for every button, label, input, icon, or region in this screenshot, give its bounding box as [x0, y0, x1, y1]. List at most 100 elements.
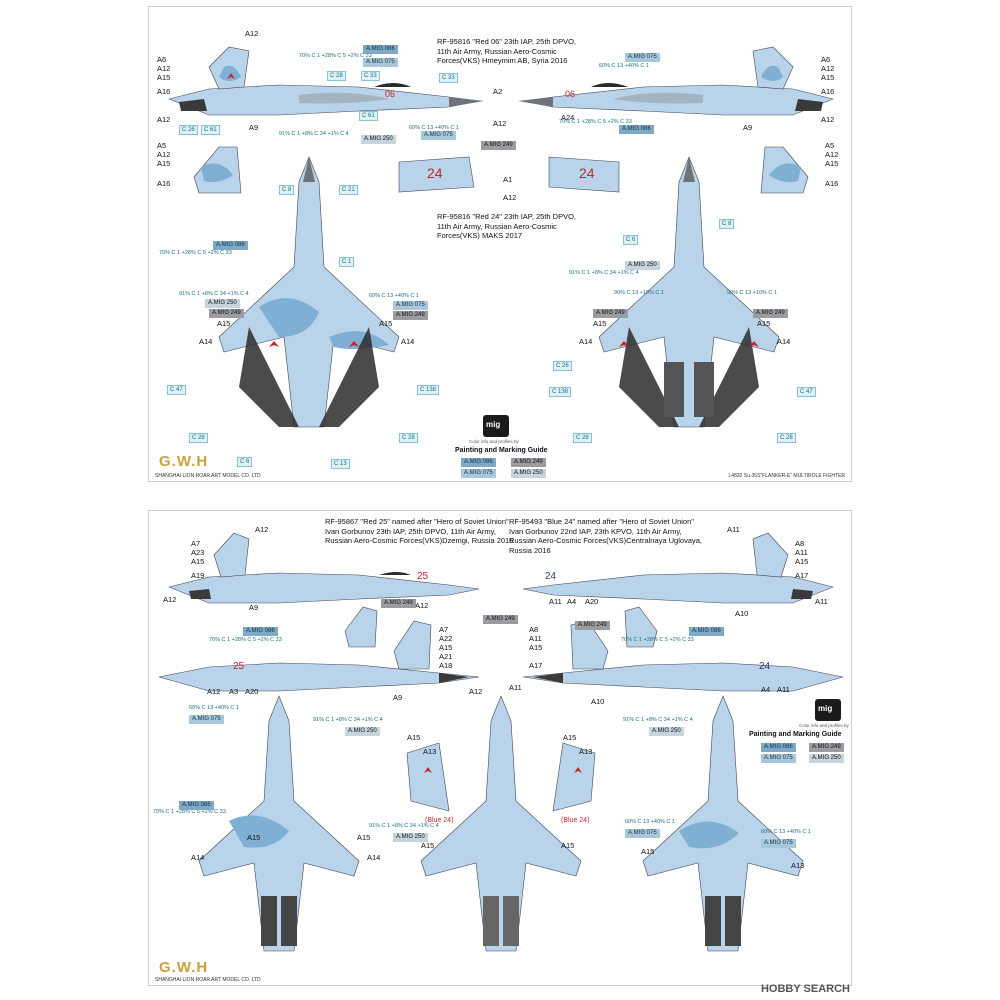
- label-r-fin-a12: A12: [825, 150, 839, 159]
- mig-logo: mig: [483, 415, 509, 437]
- label-p-a13c: A13: [791, 861, 805, 870]
- label-b-a9: A9: [249, 603, 259, 612]
- caption-red24: RF-95816 "Red 24" 23th IAP, 25th DPVO, 1…: [437, 212, 577, 240]
- nose-number-24-right: 24: [579, 165, 595, 181]
- label-r-a11c: A11: [815, 597, 828, 606]
- footer-product: L4820 Su-35S"FLANKER-E" MULTIROLE FIGHTE…: [728, 473, 845, 479]
- color-code-c28: C 28: [327, 71, 346, 81]
- color-code-c8r: C 8: [719, 219, 735, 229]
- hobby-search-watermark: HOBBY SEARCH: [760, 983, 850, 995]
- label-r-a8b: A8: [529, 625, 539, 634]
- paint-chip-086b: A.MIG 086: [619, 125, 654, 134]
- label-p-a15c: A15: [421, 841, 435, 850]
- b-mig-logo: mig: [815, 699, 841, 721]
- label-r-a11d: A11: [549, 597, 562, 606]
- nose-number-24-left: 24: [427, 165, 443, 181]
- label-a16: A16: [157, 87, 171, 96]
- label-fin-a15: A15: [157, 159, 171, 168]
- b-legend-chip-249: A.MIG 249: [809, 743, 844, 752]
- label-a5: A5: [157, 141, 167, 150]
- nose-number-25: 25: [233, 661, 245, 672]
- b-mix-formula-b-right: 91% C 1 +8% C 34 +1% C 4: [623, 717, 693, 723]
- label-center-a12b: A12: [503, 193, 517, 202]
- color-code-c26: C 26: [179, 125, 198, 135]
- label-m-a21: A21: [439, 652, 453, 661]
- b-mix-formula-c: 60% C 13 +40% C 1: [189, 705, 239, 711]
- paint-chip-086: A.MIG 086: [363, 45, 398, 54]
- color-code-c33: C 33: [361, 71, 380, 81]
- b-mix-formula-a: 70% C 1 +28% C 5 +2% C 33: [209, 637, 282, 643]
- legend-chip-250: A.MIG 250: [511, 469, 546, 478]
- paint-chip-250c: A.MIG 250: [625, 261, 660, 270]
- legend-chip-075: A.MIG 075: [461, 469, 496, 478]
- tail-number-06-right: 06: [565, 89, 576, 99]
- aircraft-profiles-bottom: [158, 532, 844, 952]
- b-mix-formula-c-plan2: 60% C 13 +40% C 1: [761, 829, 811, 835]
- b-mix-formula-c-plan: 60% C 13 +40% C 1: [625, 819, 675, 825]
- color-code-c47r: C 47: [797, 387, 816, 397]
- b-chip-250b: A.MIG 250: [649, 727, 684, 736]
- paint-chip-249d: A.MIG 249: [593, 309, 628, 318]
- label-p-a13a: A13: [423, 747, 437, 756]
- label-p-a15a: A15: [247, 833, 261, 842]
- label-plan2-a14-r: A14: [777, 337, 791, 346]
- label-a12: A12: [245, 29, 259, 38]
- b-chip-250: A.MIG 250: [345, 727, 380, 736]
- label-p-a15d: A15: [561, 841, 575, 850]
- label-r-a4b: A4: [761, 685, 771, 694]
- mix-formula-c: 60% C 13 +40% C 1: [369, 293, 419, 299]
- paint-chip-250: A.MIG 250: [361, 135, 396, 144]
- b-chip-249: A.MIG 249: [381, 599, 416, 608]
- label-b-a15: A15: [191, 557, 205, 566]
- b-chip-075: A.MIG 075: [189, 715, 224, 724]
- color-code-c6: C 6: [237, 457, 253, 467]
- label-r-a9: A9: [743, 123, 753, 132]
- mix-formula-d: 90% C 13 +10% C 1: [614, 290, 664, 296]
- b-footer-company: SHANGHAI LION ROAR ART MODEL CO. LTD: [155, 977, 261, 983]
- b-mix-formula-b-plan: 91% C 1 +8% C 34 +1% C 4: [369, 823, 439, 829]
- label-m-a12: A12: [415, 601, 429, 610]
- label-m-a7: A7: [439, 625, 449, 634]
- paint-chip-075: A.MIG 075: [363, 58, 398, 67]
- label-plan2-a15-r: A15: [757, 319, 771, 328]
- label-b-a3: A3: [229, 687, 239, 696]
- profile-left-red06: [168, 46, 834, 428]
- label-r-a11b: A11: [795, 548, 808, 557]
- label-a2: A2: [493, 87, 503, 96]
- color-code-c61b: C 61: [359, 111, 378, 121]
- b-chip-075c: A.MIG 075: [761, 839, 796, 848]
- paint-chip-249: A.MIG 249: [481, 141, 516, 150]
- legend-chip-249: A.MIG 249: [511, 458, 546, 467]
- b-chip-086b: A.MIG 086: [689, 627, 724, 636]
- label-center-a12: A12: [493, 119, 507, 128]
- mix-formula-a-profile: 70% C 1 +28% C 5 +2% C 33: [299, 53, 372, 59]
- label-r-b-a15: A15: [795, 557, 809, 566]
- label-p-a15g: A15: [641, 847, 655, 856]
- label-m-a22: A22: [439, 634, 453, 643]
- color-code-c28c: C 28: [399, 433, 418, 443]
- color-code-c61: C 61: [201, 125, 220, 135]
- color-code-c13: C 13: [331, 459, 350, 469]
- label-a6: A6: [157, 55, 167, 64]
- label-r-a11f: A11: [509, 683, 522, 692]
- label-fin-a16: A16: [157, 179, 171, 188]
- label-plan2-a14-l: A14: [579, 337, 593, 346]
- label-r-a11g: A11: [777, 685, 790, 694]
- color-code-c1: C 1: [339, 257, 355, 267]
- label-b-a23: A23: [191, 548, 205, 557]
- label-b-a19: A19: [191, 571, 205, 580]
- marking-sheet-bottom: RF-95867 "Red 25" named after "Hero of S…: [148, 510, 852, 986]
- label-r-a17: A17: [795, 571, 809, 580]
- color-code-c26r: C 26: [553, 361, 572, 371]
- b-mix-formula-b: 91% C 1 +8% C 34 +1% C 4: [313, 717, 383, 723]
- paint-chip-075b: A.MIG 075: [421, 131, 456, 140]
- label-a9: A9: [249, 123, 259, 132]
- b-mix-formula-a-right: 70% C 1 +28% C 5 +2% C 33: [621, 637, 694, 643]
- label-plan-a14-r: A14: [401, 337, 415, 346]
- mig-subtitle: Color info and profiles by: [469, 439, 519, 444]
- b-gwh-logo: G.W.H: [159, 959, 209, 976]
- nose-number-24-blue: 24: [759, 661, 771, 672]
- note-blue24-right: (Blue 24): [561, 817, 590, 824]
- label-m-a12b: A12: [469, 687, 483, 696]
- label-b-a12: A12: [255, 525, 269, 534]
